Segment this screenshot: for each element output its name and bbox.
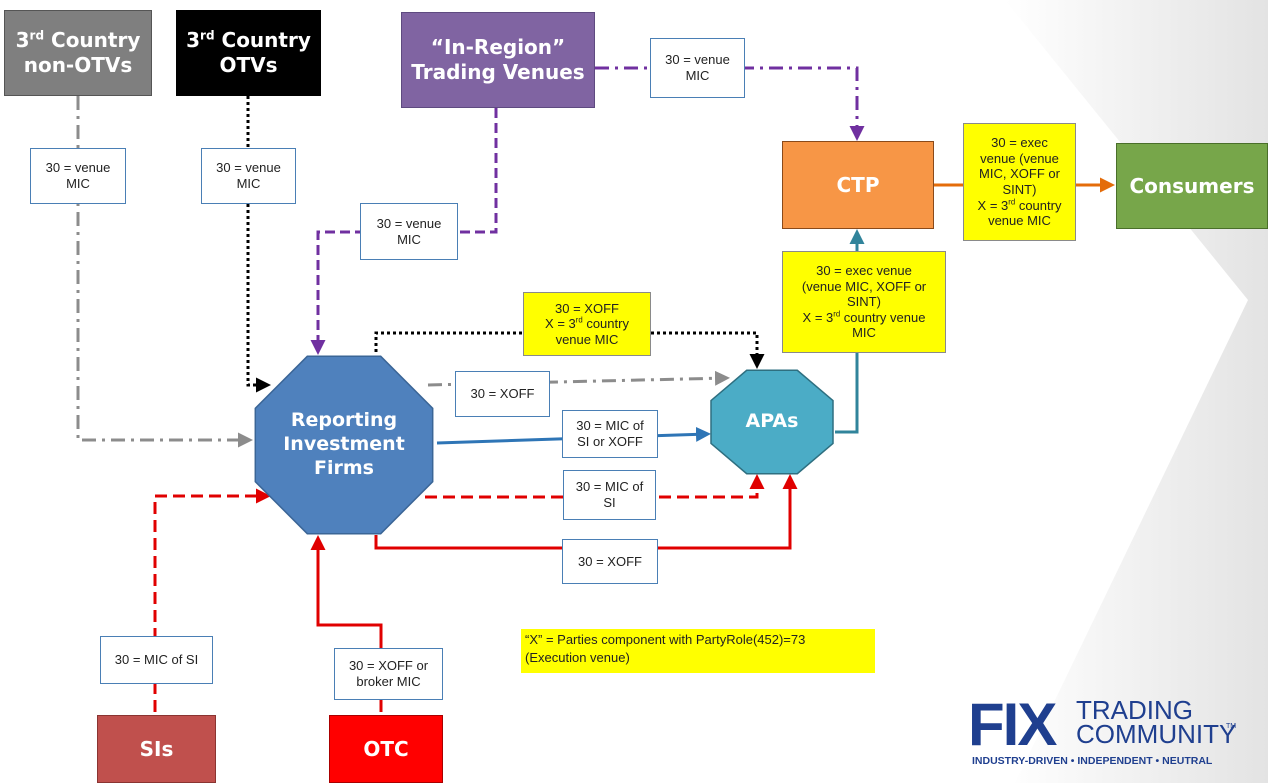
node-3rd-country-otvs: 3rd Country OTVs xyxy=(176,10,321,96)
label-otc-to-apas: 30 = XOFF xyxy=(562,539,658,584)
label-xoff-third-country: 30 = XOFF X = 3rd country venue MIC xyxy=(523,292,651,356)
node-consumers: Consumers xyxy=(1116,143,1268,229)
node-ctp: CTP xyxy=(782,141,934,229)
node-apas: APAs xyxy=(712,372,832,472)
label-si-to-apas: 30 = MIC of SI xyxy=(563,470,656,520)
label-sis-to-rif: 30 = MIC of SI xyxy=(100,636,213,684)
label-ctp-to-consumers: 30 = exec venue (venue MIC, XOFF or SINT… xyxy=(963,123,1076,241)
label-otc-to-rif: 30 = XOFF or broker MIC xyxy=(334,648,443,700)
label-non-otv-to-rif: 30 = venue MIC xyxy=(30,148,126,204)
label-apas-to-ctp: 30 = exec venue (venue MIC, XOFF or SINT… xyxy=(782,251,946,353)
label-rif-to-apas-mic: 30 = MIC of SI or XOFF xyxy=(562,410,658,458)
node-3rd-country-non-otvs: 3rd Country non-OTVs xyxy=(4,10,152,96)
logo-word-community: COMMUNITY xyxy=(1076,721,1236,747)
fix-trading-community-logo: FIX TRADING COMMUNITY TM INDUSTRY-DRIVEN… xyxy=(968,695,1238,771)
logo-fix-wordmark: FIX xyxy=(968,695,1055,755)
node-sis: SIs xyxy=(97,715,216,783)
label-in-region-to-ctp: 30 = venue MIC xyxy=(650,38,745,98)
node-in-region-trading-venues: “In-Region” Trading Venues xyxy=(401,12,595,108)
label-otv-to-rif: 30 = venue MIC xyxy=(201,148,296,204)
label-in-region-to-rif: 30 = venue MIC xyxy=(360,203,458,260)
node-reporting-investment-firms: Reporting Investment Firms xyxy=(256,360,432,530)
logo-trademark: TM xyxy=(1226,723,1236,730)
edge-otv-to-rif xyxy=(248,96,268,385)
node-otc: OTC xyxy=(329,715,443,783)
legend-note: “X” = Parties component with PartyRole(4… xyxy=(521,629,875,673)
background-chevron xyxy=(1005,0,1268,783)
label-rif-to-apas-xoff: 30 = XOFF xyxy=(455,371,550,417)
logo-tagline: INDUSTRY-DRIVEN • INDEPENDENT • NEUTRAL xyxy=(972,755,1212,767)
